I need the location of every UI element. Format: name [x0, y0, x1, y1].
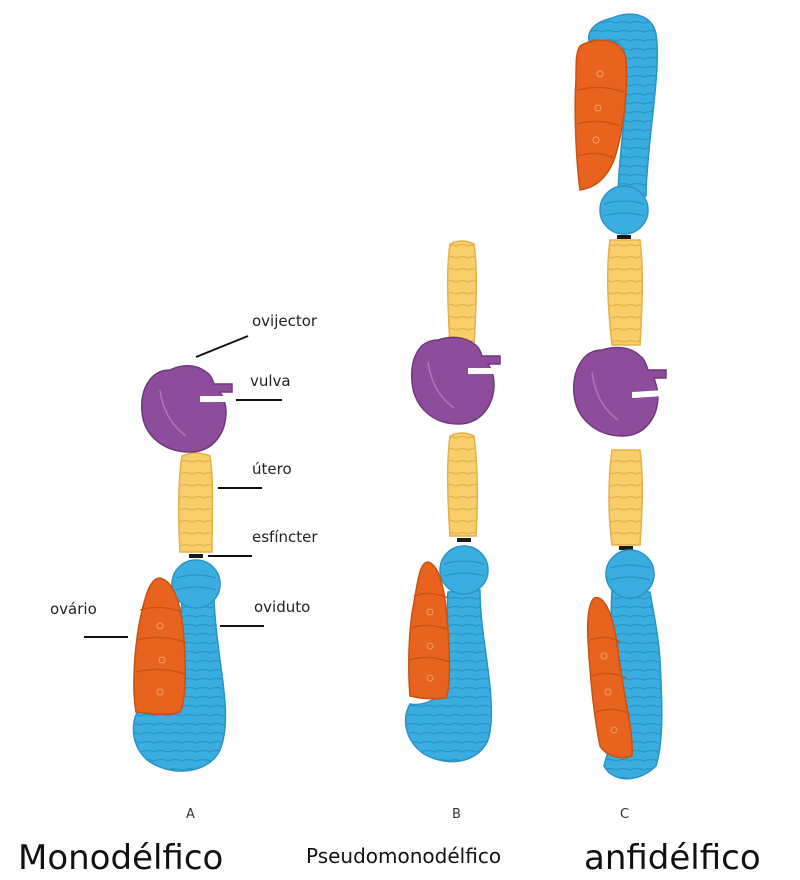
oviduct-bulb-upper-c — [600, 186, 648, 234]
caption-monodelphic: Monodélfico — [18, 838, 223, 878]
label-oviduto: oviduto — [254, 598, 310, 616]
diagram-b-pseudomonodelphic — [406, 241, 500, 762]
uterus-upper-c — [608, 240, 642, 345]
sphincter-b — [457, 538, 471, 542]
uterus-a — [179, 453, 213, 552]
label-esfincter: esfíncter — [252, 528, 318, 546]
uterus-lower-c — [609, 450, 642, 545]
vulva-a — [142, 366, 232, 452]
sphincter-a — [189, 554, 203, 558]
oviduct-bulb-a — [172, 560, 220, 608]
tag-b: B — [452, 807, 461, 822]
ovary-a — [134, 578, 185, 714]
oviduct-bulb-b — [440, 546, 488, 594]
oviduct-bulb-lower-c — [606, 550, 654, 598]
label-vulva: vulva — [250, 372, 291, 390]
vulva-b — [412, 337, 500, 424]
diagram-a-monodelphic — [133, 366, 232, 771]
label-utero: útero — [252, 460, 292, 478]
uterus-anterior-b — [448, 241, 477, 345]
caption-amphidelphic: anfidélfico — [584, 838, 761, 878]
sphincter-upper-c — [617, 235, 631, 239]
label-ovijector: ovijector — [252, 312, 318, 330]
uterus-posterior-b — [448, 433, 478, 536]
caption-pseudomonodelphic: Pseudomonodélfico — [306, 844, 501, 868]
label-ovario: ovário — [50, 600, 97, 618]
leader-ovijector — [196, 336, 248, 357]
tag-a: A — [186, 807, 195, 822]
diagram-c-amphidelphic — [574, 14, 666, 779]
tag-c: C — [620, 807, 629, 822]
